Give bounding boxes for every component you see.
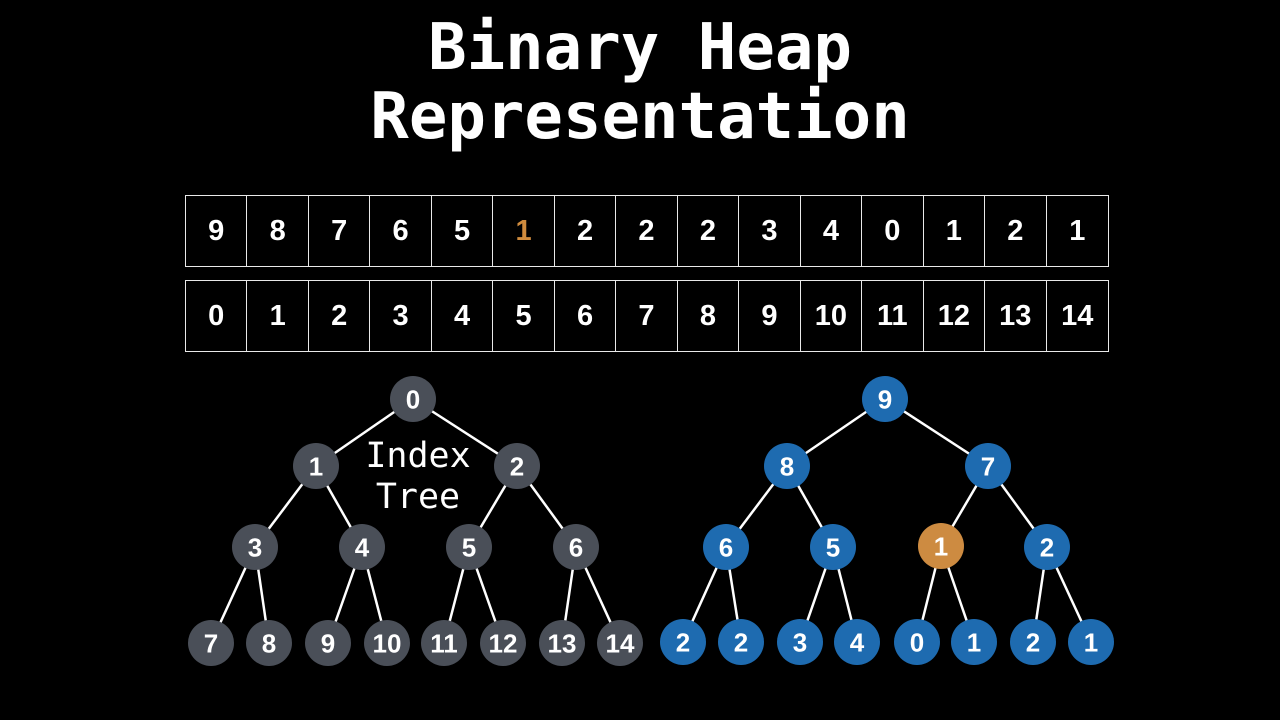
array-value-cell-13: 2 <box>985 196 1047 266</box>
value-tree-node-3-6 <box>1010 619 1056 665</box>
index-tree-node-label-1-0: 1 <box>309 451 323 481</box>
index-tree-node-label-0-0: 0 <box>406 384 420 414</box>
index-tree-node-3-1 <box>246 620 292 666</box>
value-tree-node-label-3-5: 1 <box>967 627 981 657</box>
index-tree-node-3-3 <box>364 620 410 666</box>
value-tree-node-label-2-0: 6 <box>719 532 733 562</box>
index-tree-node-label-2-1: 4 <box>355 532 370 562</box>
value-tree-node-label-3-2: 3 <box>793 627 807 657</box>
value-tree-node-label-3-1: 2 <box>734 627 748 657</box>
array-index-cell-7: 7 <box>616 281 678 351</box>
index-tree-node-label-2-2: 5 <box>462 532 476 562</box>
value-tree-node-3-4 <box>894 619 940 665</box>
array-index-cell-12: 12 <box>924 281 986 351</box>
index-tree-node-label-3-3: 10 <box>373 628 402 658</box>
index-tree-node-3-4 <box>421 620 467 666</box>
array-index-cell-4: 4 <box>432 281 494 351</box>
array-value-cell-0: 9 <box>186 196 248 266</box>
value-tree-node-3-3 <box>834 619 880 665</box>
index-tree-label-line-1: Index <box>365 436 471 476</box>
value-tree-node-label-2-3: 2 <box>1040 532 1054 562</box>
array-value-cell-9: 3 <box>739 196 801 266</box>
value-tree-node-2-2-highlighted <box>918 523 964 569</box>
index-tree-node-label-1-1: 2 <box>510 451 524 481</box>
index-tree-node-2-0 <box>232 524 278 570</box>
array-index-cell-3: 3 <box>370 281 432 351</box>
value-tree-node-0-0 <box>862 376 908 422</box>
value-tree-node-label-1-1: 7 <box>981 451 995 481</box>
index-tree-node-3-6 <box>539 620 585 666</box>
array-index-cell-2: 2 <box>309 281 371 351</box>
array-index-cell-5: 5 <box>493 281 555 351</box>
index-tree-node-2-1 <box>339 524 385 570</box>
value-tree-node-3-7 <box>1068 619 1114 665</box>
value-tree-node-label-3-4: 0 <box>910 627 924 657</box>
array-value-cell-4: 5 <box>432 196 494 266</box>
value-tree-node-1-1 <box>965 443 1011 489</box>
value-tree-node-label-2-1: 5 <box>826 532 840 562</box>
value-tree-node-label-3-3: 4 <box>850 627 865 657</box>
array-value-cell-1: 8 <box>247 196 309 266</box>
array-index-cell-8: 8 <box>678 281 740 351</box>
value-tree-node-2-3 <box>1024 524 1070 570</box>
value-tree-node-label-3-7: 1 <box>1084 627 1098 657</box>
value-tree-node-1-0 <box>764 443 810 489</box>
index-tree-node-3-7 <box>597 620 643 666</box>
array-value-cell-14: 1 <box>1069 214 1086 247</box>
index-tree-node-label-3-4: 11 <box>430 628 458 658</box>
array-index-cell-11: 11 <box>862 281 924 351</box>
index-tree-node-3-2 <box>305 620 351 666</box>
index-tree-node-2-3 <box>553 524 599 570</box>
index-tree-node-label-2-3: 6 <box>569 532 583 562</box>
array-value-cell-2: 7 <box>309 196 371 266</box>
value-tree-node-3-0 <box>660 619 706 665</box>
array-index-cell-9: 9 <box>739 281 801 351</box>
value-tree-node-3-1 <box>718 619 764 665</box>
index-tree-node-label-3-2: 9 <box>321 628 335 658</box>
value-tree-node-label-2-2: 1 <box>934 531 948 561</box>
array-value-cell-3: 6 <box>370 196 432 266</box>
array-value-cell-10: 4 <box>801 196 863 266</box>
index-tree-label-line-2: Tree <box>375 477 461 517</box>
array-value-cell-11: 0 <box>862 196 924 266</box>
value-tree-node-label-3-6: 2 <box>1026 627 1040 657</box>
index-tree-node-3-0 <box>188 620 234 666</box>
array-value-cell-5: 1 <box>493 196 555 266</box>
index-tree-node-label-3-5: 12 <box>489 628 518 658</box>
array-value-cell-8: 2 <box>678 196 740 266</box>
value-tree-node-2-1 <box>810 524 856 570</box>
value-tree-node-label-3-0: 2 <box>676 627 690 657</box>
index-tree-node-label-3-6: 13 <box>548 628 577 658</box>
array-index-cell-1: 1 <box>247 281 309 351</box>
index-tree-node-label-2-0: 3 <box>248 532 262 562</box>
index-tree-node-1-0 <box>293 443 339 489</box>
title-line-1: Binary Heap <box>428 11 852 85</box>
array-index-cell-6: 6 <box>555 281 617 351</box>
index-tree-node-3-5 <box>480 620 526 666</box>
array-index-cell-10: 10 <box>801 281 863 351</box>
array-index-cell-13: 13 <box>985 281 1047 351</box>
array-index-cell-0: 0 <box>186 281 248 351</box>
value-tree-node-3-2 <box>777 619 823 665</box>
array-index-cell-14: 14 <box>1061 299 1094 332</box>
array-value-cell-12: 1 <box>924 196 986 266</box>
value-tree-node-label-0-0: 9 <box>878 384 892 414</box>
value-tree-node-label-1-0: 8 <box>780 451 794 481</box>
value-tree-node-2-0 <box>703 524 749 570</box>
title-line-2: Representation <box>370 80 910 154</box>
index-tree-node-label-3-0: 7 <box>204 628 218 658</box>
array-value-cell-7: 2 <box>616 196 678 266</box>
value-tree-node-3-5 <box>951 619 997 665</box>
index-tree-node-2-2 <box>446 524 492 570</box>
index-tree-node-label-3-7: 14 <box>606 628 635 658</box>
index-tree-node-1-1 <box>494 443 540 489</box>
array-value-cell-6: 2 <box>555 196 617 266</box>
index-tree-node-0-0 <box>390 376 436 422</box>
index-tree-node-label-3-1: 8 <box>262 628 276 658</box>
